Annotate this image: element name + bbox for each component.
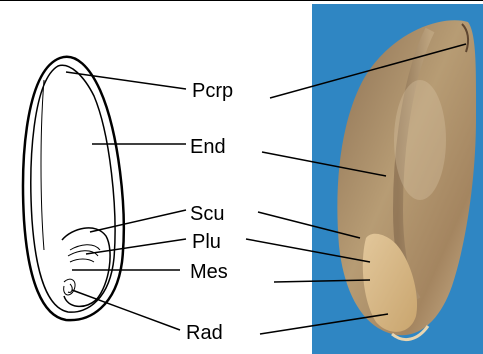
crease-line <box>41 80 44 250</box>
radicle-inner <box>68 284 72 292</box>
grain-photo-panel <box>312 4 483 354</box>
label-mesocotyl: Mes <box>190 261 228 283</box>
grain-outline-inner <box>31 65 115 312</box>
leader-rad-left <box>72 290 180 330</box>
grain-highlight <box>394 80 446 200</box>
label-radicle: Rad <box>186 322 223 344</box>
leader-plu-left <box>86 239 186 254</box>
plumule-line-3 <box>70 259 94 262</box>
leader-scu-left <box>90 210 186 232</box>
grain-line-drawing <box>23 57 124 320</box>
label-scutellum: Scu <box>190 203 224 225</box>
label-endosperm: End <box>190 136 226 158</box>
label-plumule: Plu <box>192 231 221 253</box>
plumule-line-1 <box>70 245 100 250</box>
label-pericarp: Pcrp <box>192 80 233 102</box>
